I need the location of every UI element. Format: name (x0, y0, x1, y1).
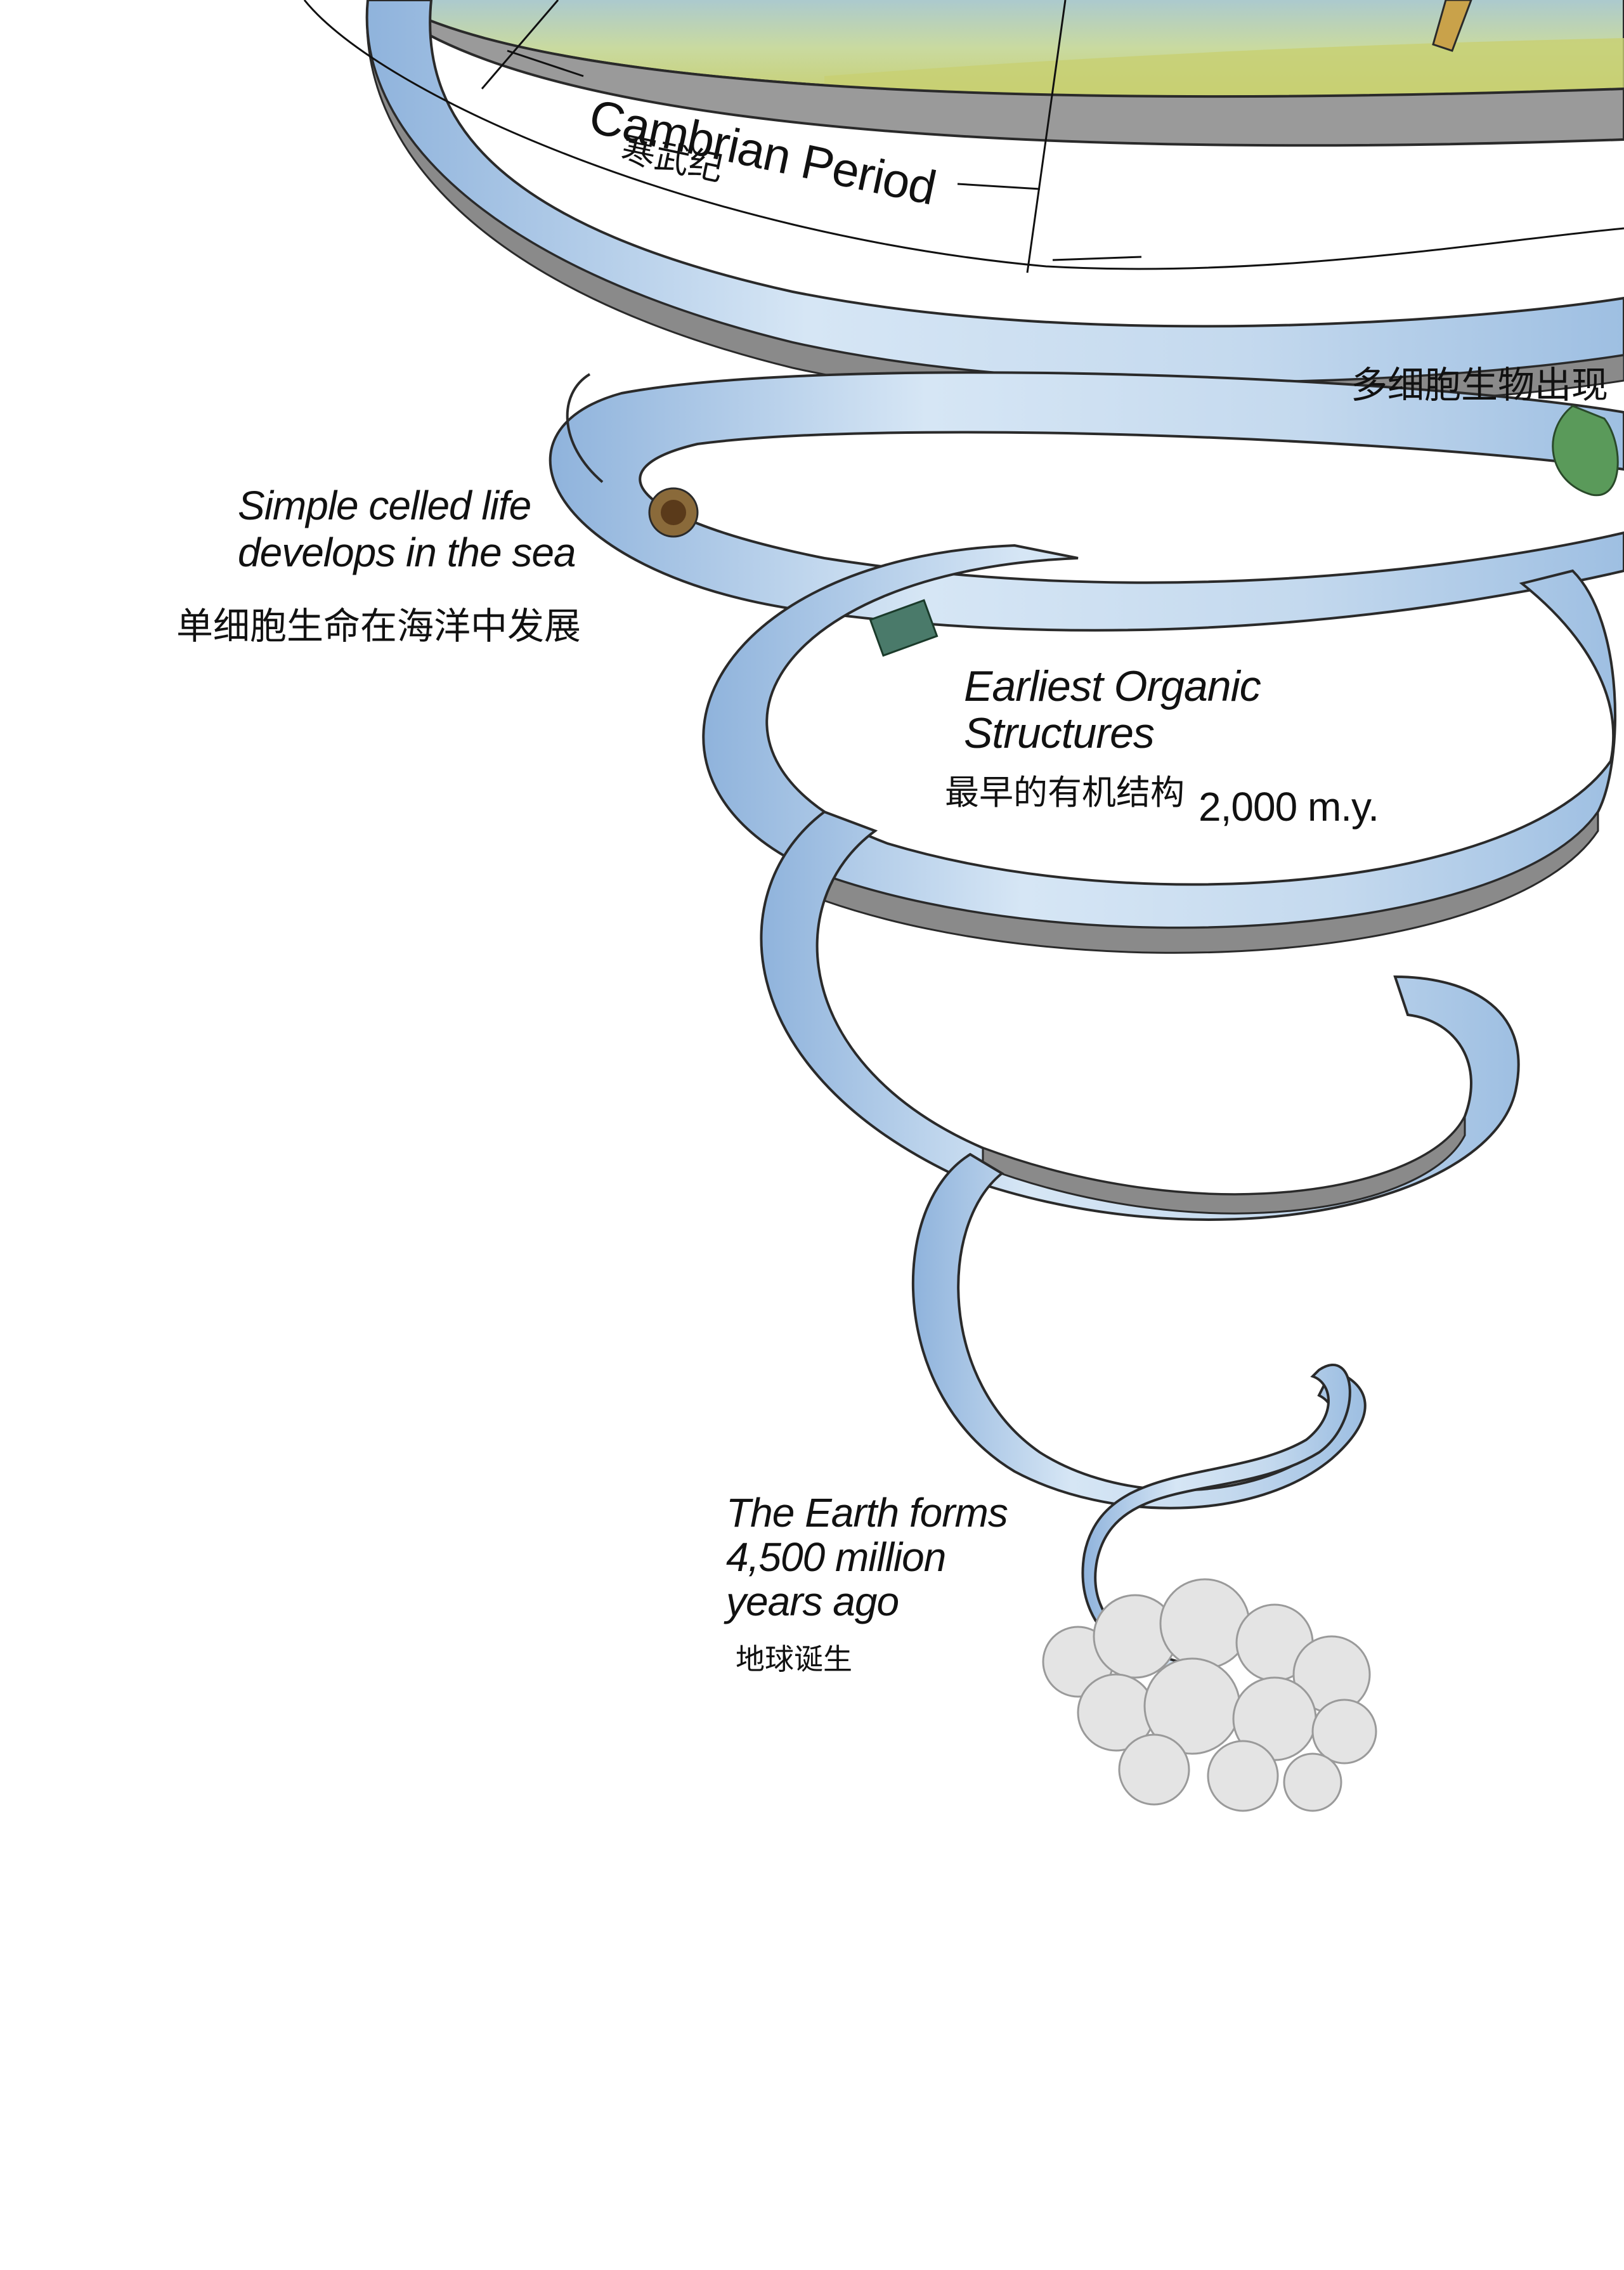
simple-life-label-zh: 单细胞生命在海洋中发展 (176, 604, 581, 648)
organic-label-zh: 最早的有机结构 (945, 773, 1185, 812)
simple-life-label: Simple celled life develops in the sea (238, 482, 576, 576)
tree-trunk-icon (1432, 0, 1472, 52)
earth-label: The Earth forms 4,500 million years ago (726, 1491, 1008, 1624)
earth-label-zh: 地球诞生 (736, 1642, 852, 1676)
spiral-ring-2 (549, 371, 1624, 632)
simple-life-line-2: develops in the sea (238, 530, 576, 575)
organic-age: 2,000 m.y. (1199, 784, 1379, 830)
organic-line-2: Structures (964, 709, 1155, 757)
organic-label: Earliest Organic Structures (964, 663, 1261, 757)
cell-icon (648, 487, 699, 538)
earth-line-1: The Earth forms (726, 1490, 1008, 1536)
earth-line-2: 4,500 million (726, 1534, 946, 1580)
spiral-ring-1 (365, 0, 1624, 409)
organic-line-1: Earliest Organic (964, 662, 1261, 710)
top-disc (375, 0, 1624, 147)
organic-structure-icon (869, 599, 939, 657)
multicellular-label: 多细胞生物出现 (1351, 363, 1609, 407)
spiral-ring-4 (760, 810, 1520, 1221)
cloud-icon (1042, 1578, 1377, 1812)
earth-line-3: years ago (726, 1579, 899, 1624)
leaf-organism-icon (1552, 405, 1619, 497)
period-arrows (303, 0, 1624, 273)
simple-life-line-1: Simple celled life (238, 483, 531, 528)
